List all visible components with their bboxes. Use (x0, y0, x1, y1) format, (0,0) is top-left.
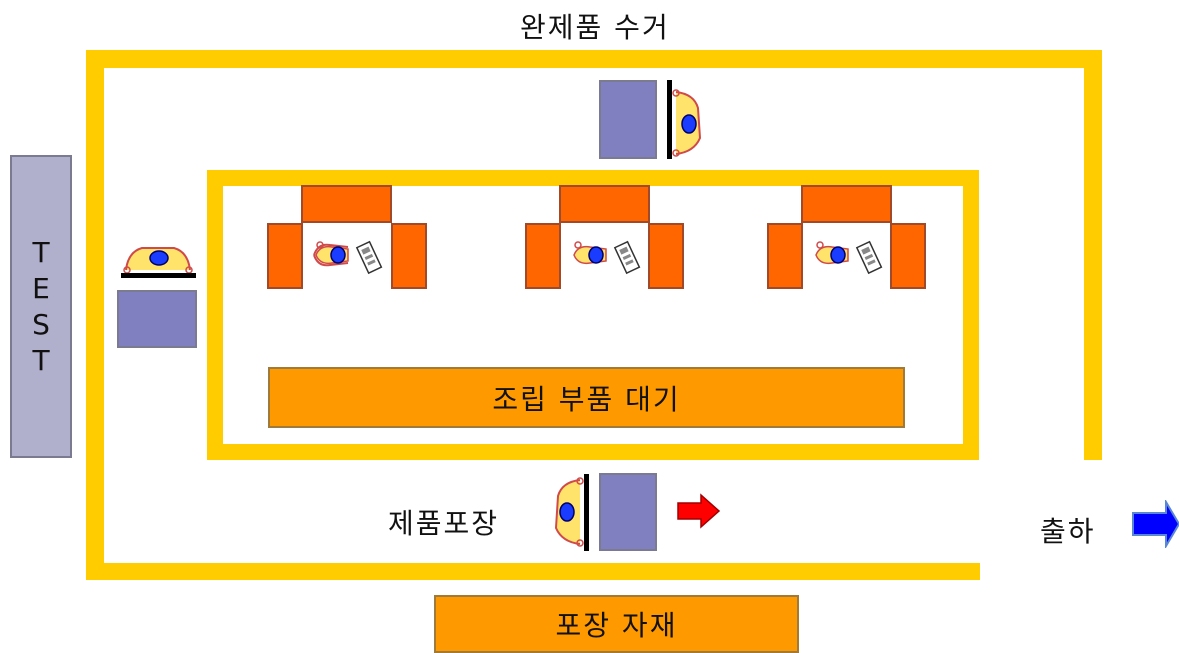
test-letter: T (32, 235, 50, 269)
assembly-bench-right (890, 223, 926, 289)
assembly-bench-right (391, 223, 427, 289)
inner-belt-left (207, 170, 223, 460)
test-letter: T (32, 343, 50, 377)
assembly-bench-left (267, 223, 303, 289)
assembly-bench-left (767, 223, 803, 289)
partition-bar (121, 273, 196, 278)
worker-topview-icon (672, 89, 702, 157)
inner-belt-right (963, 170, 979, 460)
tool-icon (613, 240, 641, 275)
test-letter: S (32, 307, 50, 341)
tool-icon (355, 240, 383, 275)
packaging-table (599, 473, 657, 551)
worker-topview-icon (815, 240, 883, 275)
inner-belt-bottom (207, 444, 979, 460)
assembly-bench-top (801, 185, 892, 223)
worker-topview-icon (573, 240, 641, 275)
assembly-bench-left (525, 223, 561, 289)
finished-goods-collection-label: 완제품 수거 (520, 11, 670, 44)
tool-icon (855, 240, 883, 275)
assembly-bench-right (648, 223, 684, 289)
worker-topview-icon (554, 477, 584, 547)
test-unit: T E S T (10, 155, 72, 458)
worker-topview-icon (313, 240, 383, 275)
assembly-parts-waiting-area: 조립 부품 대기 (268, 367, 905, 428)
assembly-bench-top (301, 185, 392, 223)
shipping-label: 출하 (1040, 515, 1096, 548)
partition-bar (584, 474, 589, 551)
outer-belt-bottom (86, 563, 980, 580)
test-letter: E (32, 271, 50, 305)
packaging-materials-area: 포장 자재 (434, 595, 799, 653)
blue-arrow-icon (1132, 500, 1179, 548)
assembly-bench-top (559, 185, 650, 223)
worker-topview-icon (123, 247, 193, 274)
red-arrow-icon (677, 493, 721, 529)
test-table (117, 290, 197, 348)
outer-belt-right (1084, 50, 1102, 460)
outer-belt-top (86, 50, 1102, 68)
packaging-label: 제품포장 (388, 507, 500, 540)
outer-belt-left (86, 50, 104, 580)
collection-table (599, 80, 657, 159)
inner-belt-top (207, 170, 979, 186)
partition-bar (667, 80, 672, 159)
